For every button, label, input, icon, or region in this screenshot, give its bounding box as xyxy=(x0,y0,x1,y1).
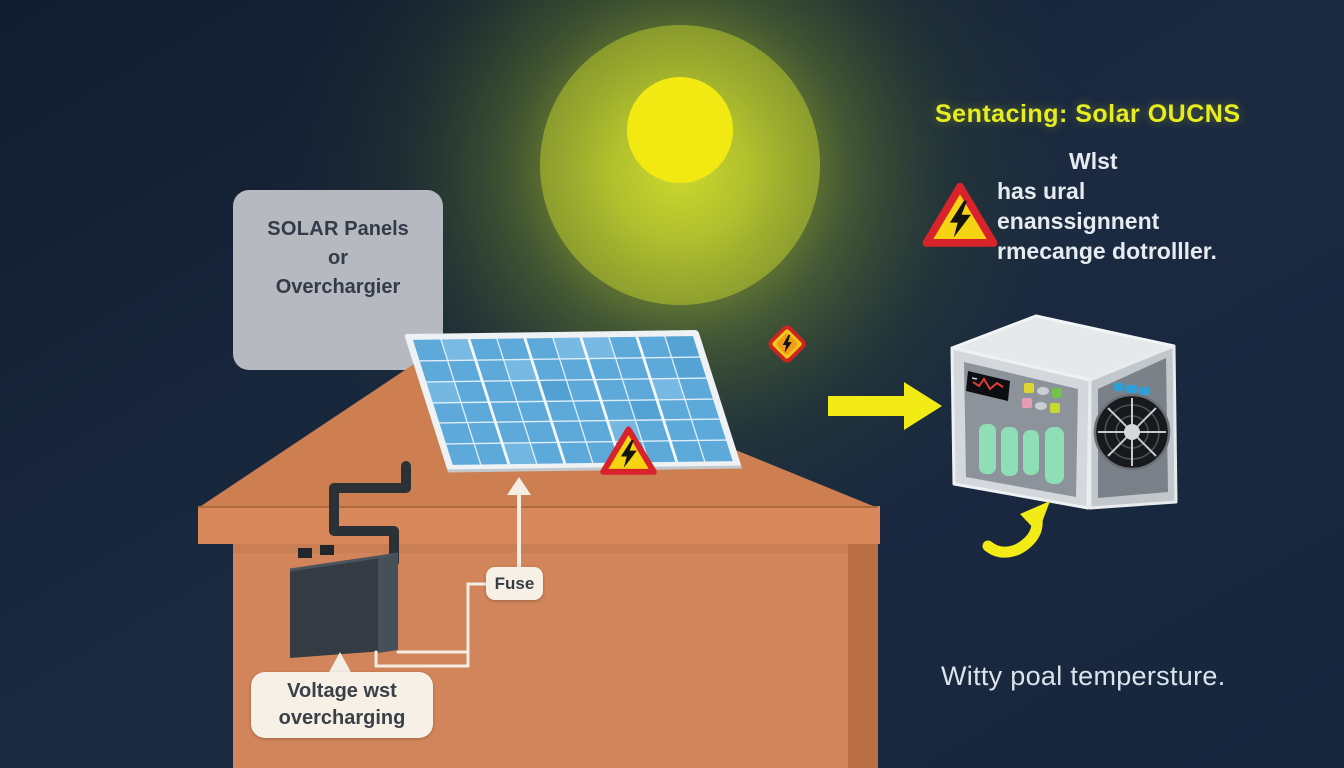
fuse-arrow-icon xyxy=(507,477,531,568)
solar-box-background xyxy=(233,190,443,370)
battery xyxy=(289,545,399,658)
solar-box-line-3: Overchargier xyxy=(275,276,401,298)
subtitle-line-1: Wlst xyxy=(1069,148,1118,174)
solar-box-line-2: or xyxy=(328,247,348,269)
headline-text: Sentacing: Solar OUCNS xyxy=(935,100,1241,128)
voltage-label: Voltage wst overcharging xyxy=(251,672,433,738)
bottom-caption: Witty poal tempersture. xyxy=(941,661,1226,691)
warning-diamond-icon xyxy=(768,325,806,363)
subtitle-line-3: rmecange dotrolller. xyxy=(997,238,1217,264)
fuse-connector-lines xyxy=(374,582,488,668)
flow-arrow-icon xyxy=(828,382,942,430)
warning-triangle-panel-icon xyxy=(600,426,657,475)
subtitle-text: Wlst has ural enanssignnent rmecange dot… xyxy=(997,146,1253,266)
charge-controller xyxy=(950,314,1178,510)
warning-triangle-large-icon xyxy=(922,182,998,247)
controller-display xyxy=(966,371,1010,401)
solar-box-line-1: SOLAR Panels xyxy=(233,215,443,244)
solar-box-line-1-bold: SOLAR xyxy=(267,218,339,240)
controller-model-text xyxy=(1114,383,1149,395)
controller-buttons xyxy=(1022,383,1062,413)
voltage-arrow-icon xyxy=(328,652,352,674)
fuse-label: Fuse xyxy=(486,567,543,600)
wire xyxy=(329,461,411,567)
voltage-label-line-1: Voltage wst xyxy=(287,680,397,702)
fan-icon xyxy=(1093,393,1171,471)
solar-panel xyxy=(404,330,743,473)
controller-indicator-bars xyxy=(979,424,1064,484)
voltage-label-line-2: overcharging xyxy=(278,707,406,729)
subtitle-line-2: has ural enanssignnent xyxy=(997,178,1160,234)
curved-arrow-icon xyxy=(982,501,1050,558)
solar-box-label: SOLAR Panels or Overchargier xyxy=(233,215,443,302)
solar-box-line-1-rest: Panels xyxy=(338,218,409,240)
